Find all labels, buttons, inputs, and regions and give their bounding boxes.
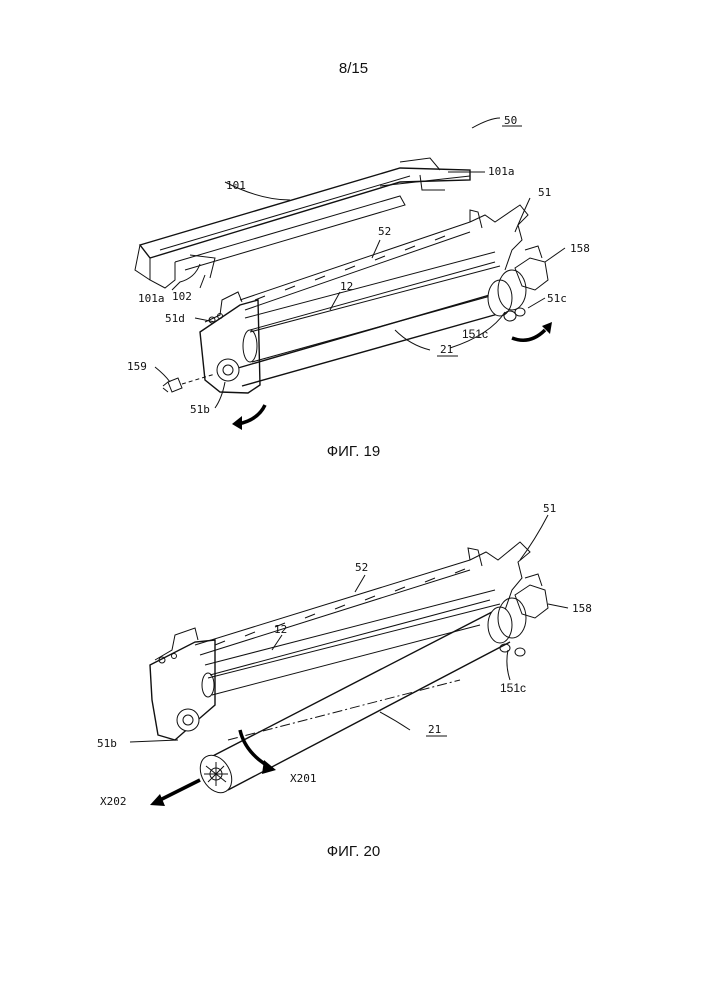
label-50: 50 <box>504 114 517 127</box>
rotation-arrow-right <box>512 330 545 340</box>
frame-51 <box>240 205 528 310</box>
cover-101 <box>135 158 470 288</box>
label-51b: 51b <box>190 403 210 416</box>
label-x202: X202 <box>100 795 127 808</box>
label-51d: 51d <box>165 312 185 325</box>
arrow-head-left <box>232 416 242 430</box>
label-101: 101 <box>226 179 246 192</box>
pin-159 <box>163 374 215 392</box>
label-51b: 51b <box>97 737 117 750</box>
figure-19-caption: ФИГ. 19 <box>0 443 707 460</box>
drum-12 <box>243 262 505 362</box>
label-21: 21 <box>428 723 441 736</box>
label-102: 102 <box>172 290 192 303</box>
arrow-head-x201 <box>262 760 276 774</box>
label-151c: 151c <box>462 327 488 341</box>
frame-51 <box>195 542 530 655</box>
label-158: 158 <box>570 242 590 255</box>
rotation-arrow-left <box>238 405 265 424</box>
side-plate-51b <box>150 628 215 740</box>
label-51c: 51c <box>547 292 567 305</box>
label-158: 158 <box>572 602 592 615</box>
label-12: 12 <box>274 623 287 636</box>
roller-52 <box>245 252 500 332</box>
figure-20-drawing <box>130 515 568 806</box>
drum-21 <box>194 598 526 798</box>
drum-12 <box>202 600 490 697</box>
label-101a-top: 101a <box>488 165 515 178</box>
label-159: 159 <box>127 360 147 373</box>
direction-arrow-x202 <box>160 780 200 800</box>
label-52: 52 <box>355 561 368 574</box>
side-plate-51b <box>200 292 260 393</box>
figure-20-caption: ФИГ. 20 <box>0 843 707 860</box>
label-101a-left: 101a <box>138 292 165 305</box>
label-151c: 151c <box>500 681 526 695</box>
label-51: 51 <box>538 186 551 199</box>
label-52: 52 <box>378 225 391 238</box>
label-51: 51 <box>543 502 556 515</box>
label-12: 12 <box>340 280 353 293</box>
label-21: 21 <box>440 343 453 356</box>
label-x201: X201 <box>290 772 317 785</box>
